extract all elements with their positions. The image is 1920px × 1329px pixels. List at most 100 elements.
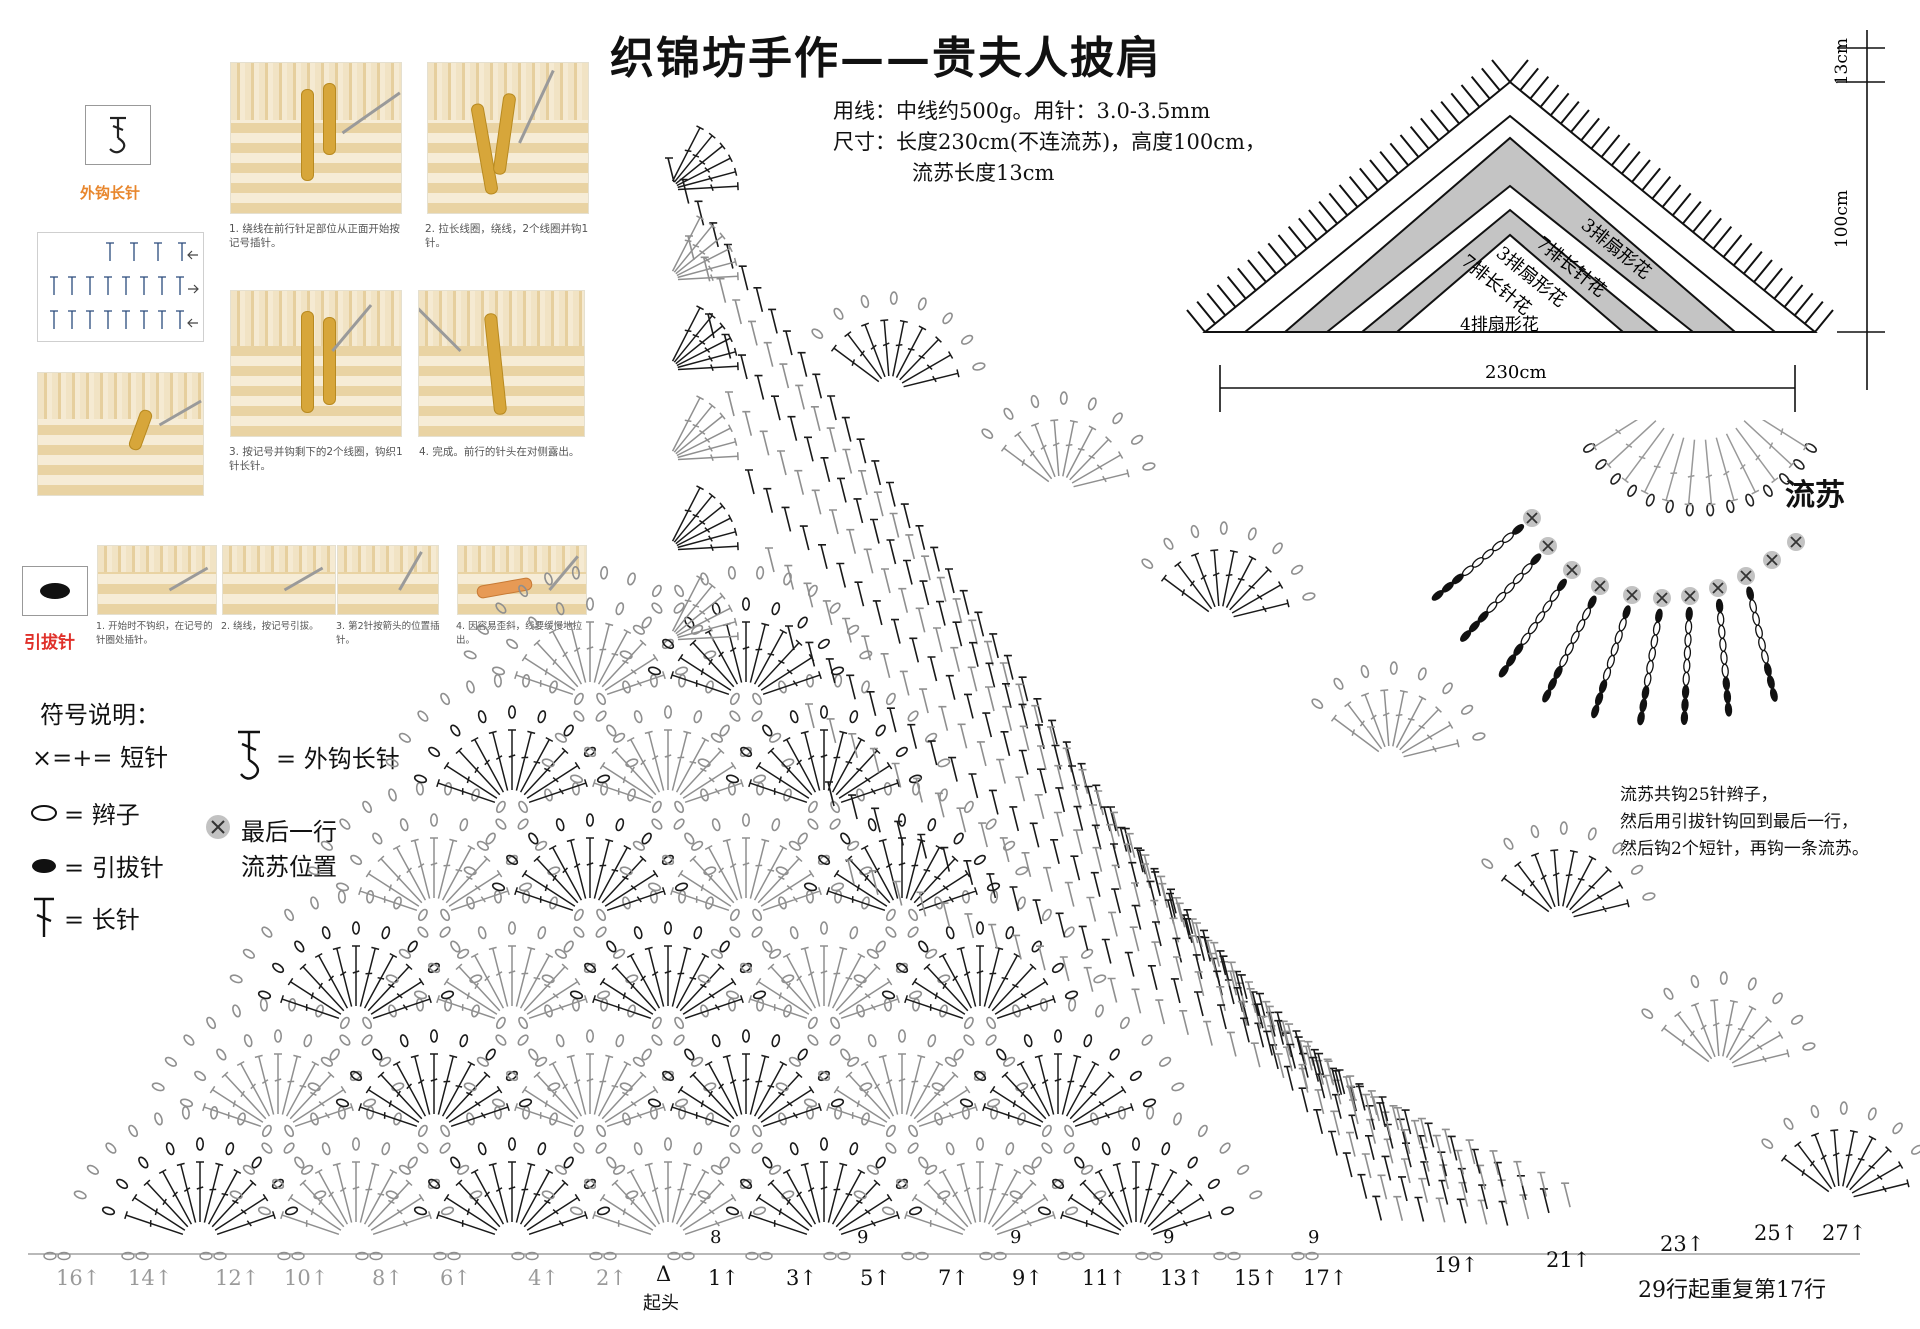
row-label-9: 9↑	[1012, 1266, 1043, 1290]
fpdc-mini-chart-symbols	[50, 242, 199, 329]
spec-fringe-length: 流苏长度13cm	[912, 161, 1055, 185]
fringe-position-icon	[1787, 533, 1805, 551]
slip-step-4-photo	[457, 545, 587, 615]
width-label: 230cm	[1485, 362, 1547, 383]
fringe-note-line1: 流苏共钩25针辫子，	[1620, 785, 1778, 805]
fringe-strand	[1431, 524, 1525, 601]
row-label-4: 4↑	[528, 1266, 559, 1290]
row-label-5: 5↑	[860, 1266, 891, 1290]
chain-arc-l0-2	[413, 1137, 611, 1216]
fpdc-step-2-photo	[427, 62, 589, 214]
diagonal-row-7	[805, 703, 1530, 1220]
chain-arc-l1-1	[335, 1029, 533, 1108]
fan-l3-3	[826, 837, 978, 912]
fan-l2-2	[592, 945, 744, 1020]
fan-l0-5	[904, 1161, 1056, 1236]
row-label-1: 1↑	[708, 1266, 739, 1290]
chain-arc-l0-6	[1037, 1137, 1235, 1216]
legend-fpdc: = 外钩长针	[232, 728, 400, 784]
chain-arc-l0-4	[725, 1137, 923, 1216]
chain-arc-l1-0	[179, 1029, 377, 1108]
chain-arc-l1-4	[803, 1029, 1001, 1108]
spec-yarn-needle: 用线：中线约500g。用针：3.0-3.5mm	[833, 99, 1211, 123]
right-arc-5	[1641, 971, 1816, 1051]
row-label-14: 14↑	[128, 1266, 173, 1290]
outer-arc-l4-0	[385, 674, 639, 768]
legend-chain-text: = 辫子	[64, 801, 140, 829]
outer-arc-l0-1	[229, 1106, 483, 1200]
fringe-strand	[1591, 605, 1631, 719]
height-total-label: 100cm	[1832, 190, 1852, 248]
row-label-21: 21↑	[1546, 1248, 1591, 1272]
fan-l1-4	[826, 1053, 978, 1128]
slip-stitch-symbol-icon	[32, 858, 56, 873]
fringe-detail-diagram	[1431, 420, 1817, 726]
height-top-label: 13cm	[1832, 38, 1852, 85]
fan-l4-1	[592, 729, 744, 804]
row-label-11: 11↑	[1082, 1266, 1127, 1290]
row-label-8: 8↑	[372, 1266, 403, 1290]
chain-arc-l1-2	[491, 1029, 689, 1108]
fan-l0-1	[280, 1161, 432, 1236]
row-label-10: 10↑	[284, 1266, 329, 1290]
diagonal-row-0	[665, 157, 1383, 1221]
right-fan-3	[1330, 689, 1460, 758]
fringe-chain-arc	[1583, 442, 1817, 517]
right-arc-0	[811, 291, 986, 371]
chain-arc-l0-3	[569, 1137, 767, 1216]
fan-l2-0	[280, 945, 432, 1020]
repeat-note: 29行起重复第17行	[1638, 1278, 1826, 1303]
slip-symbol-box	[22, 566, 88, 616]
width-dimension	[1219, 365, 1796, 412]
fringe-position-icon	[1591, 577, 1609, 595]
right-arc-4	[1481, 821, 1656, 901]
edge-fan-2	[671, 305, 739, 372]
outer-arc-l0-6	[1009, 1106, 1263, 1200]
outer-arc-l2-1	[385, 890, 639, 984]
fan-l0-3	[592, 1161, 744, 1236]
legend-fringe-line2: 流苏位置	[241, 853, 337, 881]
chain-arc-l2-3	[725, 921, 923, 1000]
row-label-13: 13↑	[1160, 1266, 1205, 1290]
diagonal-row-8	[825, 781, 1550, 1214]
fringe-position-icon	[1737, 567, 1755, 585]
stitch-count-5: 9	[1308, 1227, 1320, 1248]
fringe-strand	[1680, 606, 1693, 726]
mini-row-3	[106, 242, 186, 261]
chain-arc-l4-0	[413, 705, 611, 784]
outer-arc-l5-1	[619, 566, 873, 660]
fpdc-symbol-icon	[109, 116, 126, 154]
right-fan-2	[1160, 549, 1290, 618]
slip-step-3-photo	[337, 545, 439, 615]
diagonal-row-9	[845, 859, 1571, 1208]
fan-l1-2	[514, 1053, 666, 1128]
row-label-6: 6↑	[440, 1266, 471, 1290]
fpdc-step-1-photo	[230, 62, 402, 214]
chain-arc-l2-4	[881, 921, 1079, 1000]
mini-row-1	[50, 310, 184, 329]
slip-step-2-photo	[222, 545, 336, 615]
outer-arc-l0-2	[385, 1106, 639, 1200]
chain-arc-l2-1	[413, 921, 611, 1000]
slip-label: 引拔针	[24, 633, 75, 653]
fringe-position-icon	[1563, 561, 1581, 579]
fringe-strand	[1498, 578, 1567, 678]
schematic-band-5	[1394, 233, 1626, 333]
fan-l2-3	[748, 945, 900, 1020]
chain-arc-l4-1	[569, 705, 767, 784]
outer-arc-l5-0	[463, 566, 717, 660]
right-fan-4	[1500, 849, 1630, 918]
fpdc-swatch-photo	[37, 372, 204, 496]
fan-l3-2	[670, 837, 822, 912]
fpdc-step-1-text: 1. 绕线在前行针足部位从正面开始按记号插针。	[229, 223, 400, 249]
legend-dc: = 长针	[30, 895, 140, 939]
row-label-7: 7↑	[938, 1266, 969, 1290]
outer-arc-l3-1	[463, 782, 717, 876]
row-label-15: 15↑	[1234, 1266, 1279, 1290]
row-label-16: 16↑	[56, 1266, 101, 1290]
fringe-position-icon	[1523, 509, 1541, 527]
outer-arc-l1-2	[463, 998, 717, 1092]
diagonal-row-5	[765, 547, 1488, 1225]
legend-heading: 符号说明：	[40, 701, 160, 729]
outer-arc-l2-2	[541, 890, 795, 984]
